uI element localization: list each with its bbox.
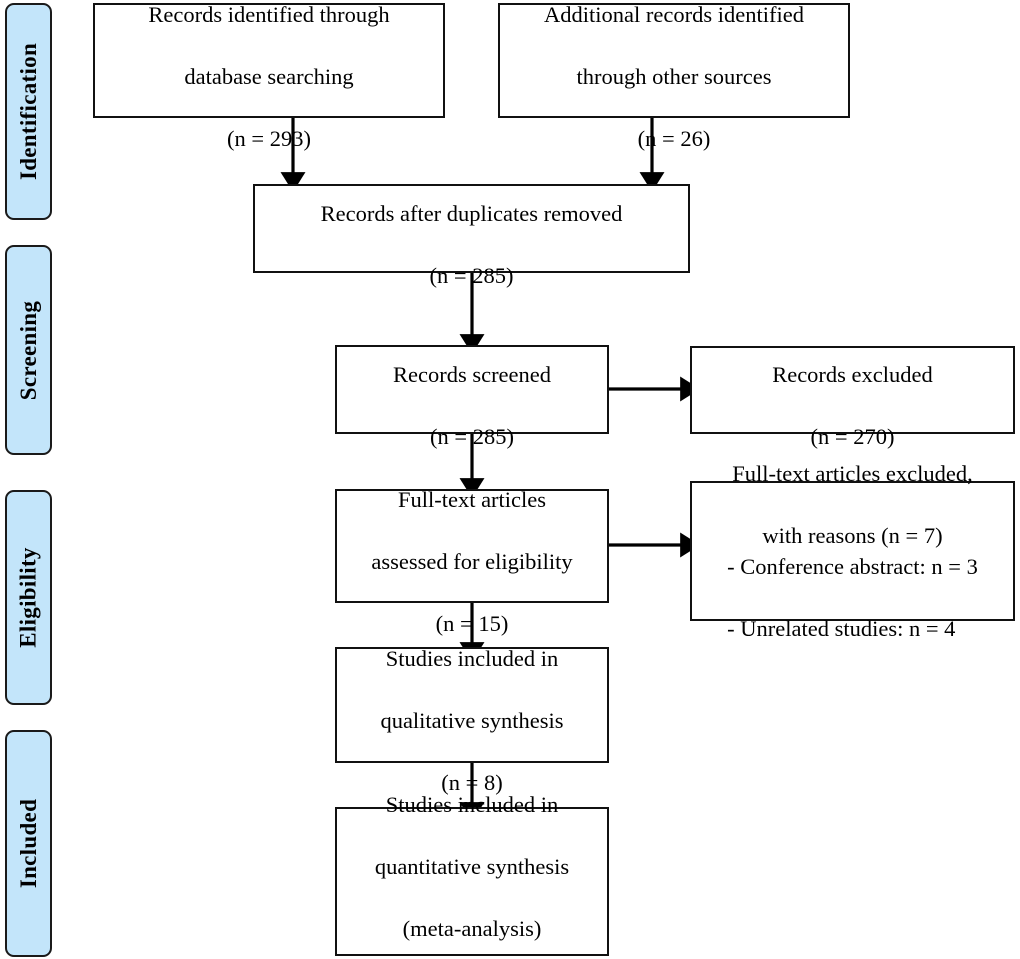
stage-screening: Screening: [5, 245, 52, 455]
stage-identification: Identification: [5, 3, 52, 220]
quant-line-3: (meta-analysis): [402, 915, 542, 941]
box-fulltext-excluded-with-reasons: Full-text articles excluded, with reason…: [690, 461, 1015, 641]
ftx-reason-1: - Conference abstract: n = 3: [727, 554, 978, 579]
box-studies-qualitative-synthesis: Studies included in qualitative synthesi…: [335, 646, 609, 795]
qual-line-1: Studies included in: [385, 646, 559, 671]
other-line-2: through other sources: [576, 63, 772, 89]
quant-line-2: quantitative synthesis: [374, 853, 570, 879]
box-fulltext-excluded-text: Full-text articles excluded, with reason…: [727, 427, 978, 675]
stage-identification-label: Identification: [16, 42, 41, 181]
box-records-identified-database: Records identified through database sear…: [93, 2, 445, 151]
screened-count: (n = 285): [430, 423, 514, 449]
stage-eligibility: Eligibility: [5, 490, 52, 705]
other-count: (n = 26): [637, 125, 711, 151]
box-records-identified-database-text: Records identified through database sear…: [148, 0, 389, 154]
box-studies-quantitative-synthesis: Studies included in quantitative synthes…: [335, 792, 609, 956]
assessed-line-2: assessed for eligibility: [371, 549, 573, 574]
box-records-excluded-text: Records excluded (n = 270): [772, 328, 933, 452]
ftx-reason-2: - Unrelated studies: n = 4: [727, 616, 956, 641]
ftx-line-1: Full-text articles excluded,: [732, 461, 973, 486]
other-line-1: Additional records identified: [544, 1, 804, 27]
box-records-screened-text: Records screened (n = 285): [393, 328, 551, 452]
db-count: (n = 293): [227, 125, 311, 151]
quant-line-1: Studies included in: [385, 791, 559, 817]
box-additional-records-other-sources: Additional records identified through ot…: [498, 2, 850, 151]
stage-eligibility-label: Eligibility: [16, 547, 41, 648]
box-additional-records-text: Additional records identified through ot…: [544, 0, 804, 154]
box-duplicates-removed-text: Records after duplicates removed (n = 28…: [321, 167, 623, 291]
box-fulltext-assessed-eligibility: Full-text articles assessed for eligibil…: [335, 487, 609, 636]
db-line-1: Records identified through: [148, 1, 390, 27]
ftx-line-2: with reasons (n = 7): [762, 523, 943, 548]
stage-included-label: Included: [16, 798, 42, 889]
dup-count: (n = 285): [429, 262, 514, 288]
excluded-line-1: Records excluded: [772, 362, 933, 387]
assessed-count: (n = 15): [435, 611, 509, 636]
db-line-2: database searching: [184, 63, 354, 89]
box-fulltext-assessed-text: Full-text articles assessed for eligibil…: [371, 453, 572, 639]
stage-screening-label: Screening: [16, 300, 42, 400]
stage-included: Included: [5, 730, 52, 957]
dup-line-1: Records after duplicates removed: [320, 200, 623, 226]
box-records-excluded: Records excluded (n = 270): [690, 346, 1015, 449]
qual-line-2: qualitative synthesis: [380, 708, 564, 733]
box-records-after-duplicates-removed: Records after duplicates removed (n = 28…: [253, 184, 690, 288]
box-records-screened: Records screened (n = 285): [335, 345, 609, 449]
box-qualitative-text: Studies included in qualitative synthesi…: [380, 612, 563, 798]
box-quantitative-text: Studies included in quantitative synthes…: [375, 758, 569, 959]
qual-count: (n = 8): [441, 770, 503, 795]
excluded-count: (n = 270): [810, 424, 895, 449]
assessed-line-1: Full-text articles: [397, 487, 547, 512]
screened-line-1: Records screened: [392, 361, 552, 387]
